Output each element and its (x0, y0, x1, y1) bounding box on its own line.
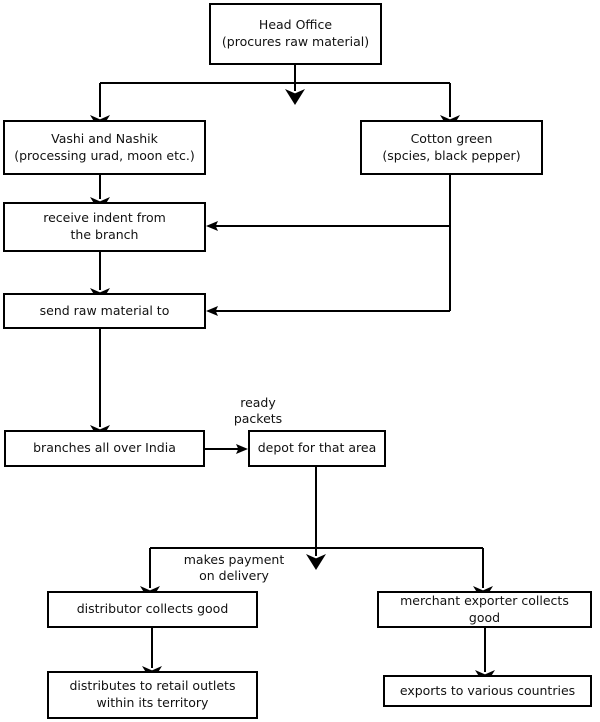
node-branches-india-label: branches all over India (33, 440, 176, 456)
edge-label-makes-payment-on-delivery: makes payment on delivery (183, 552, 285, 583)
node-cotton-green-label: Cotton green (spcies, black pepper) (382, 130, 521, 163)
node-merchant-exporter-collects-label: merchant exporter collects good (400, 592, 569, 625)
node-distributor-collects[interactable]: distributor collects good (47, 591, 258, 628)
node-cotton-green[interactable]: Cotton green (spcies, black pepper) (360, 120, 543, 175)
edge-label-ready-packets: ready packets (233, 395, 283, 426)
node-head-office[interactable]: Head Office (procures raw material) (209, 3, 382, 65)
node-depot-area-label: depot for that area (257, 440, 377, 456)
node-distributes-retail-label: distributes to retail outlets within its… (69, 678, 236, 710)
node-exports-countries[interactable]: exports to various countries (383, 675, 592, 707)
arrowhead-depot (236, 444, 248, 454)
node-distributor-collects-label: distributor collects good (76, 601, 229, 617)
node-send-raw-material-label: send raw material to (39, 302, 170, 318)
arrowhead-send-raw-material (206, 306, 218, 316)
node-receive-indent-label: receive indent from the branch (43, 210, 166, 242)
node-send-raw-material[interactable]: send raw material to (3, 293, 206, 329)
node-distributes-retail[interactable]: distributes to retail outlets within its… (47, 671, 258, 719)
node-head-office-label: Head Office (procures raw material) (221, 17, 370, 49)
node-vashi-nashik[interactable]: Vashi and Nashik (processing urad, moon … (3, 120, 206, 175)
node-receive-indent[interactable]: receive indent from the branch (3, 202, 206, 252)
node-depot-area[interactable]: depot for that area (248, 430, 386, 467)
node-exports-countries-label: exports to various countries (399, 682, 576, 698)
node-vashi-nashik-label: Vashi and Nashik (processing urad, moon … (14, 130, 195, 163)
node-merchant-exporter-collects[interactable]: merchant exporter collects good (377, 591, 592, 628)
node-branches-india[interactable]: branches all over India (4, 430, 205, 467)
arrowhead-receive-indent (206, 221, 218, 231)
